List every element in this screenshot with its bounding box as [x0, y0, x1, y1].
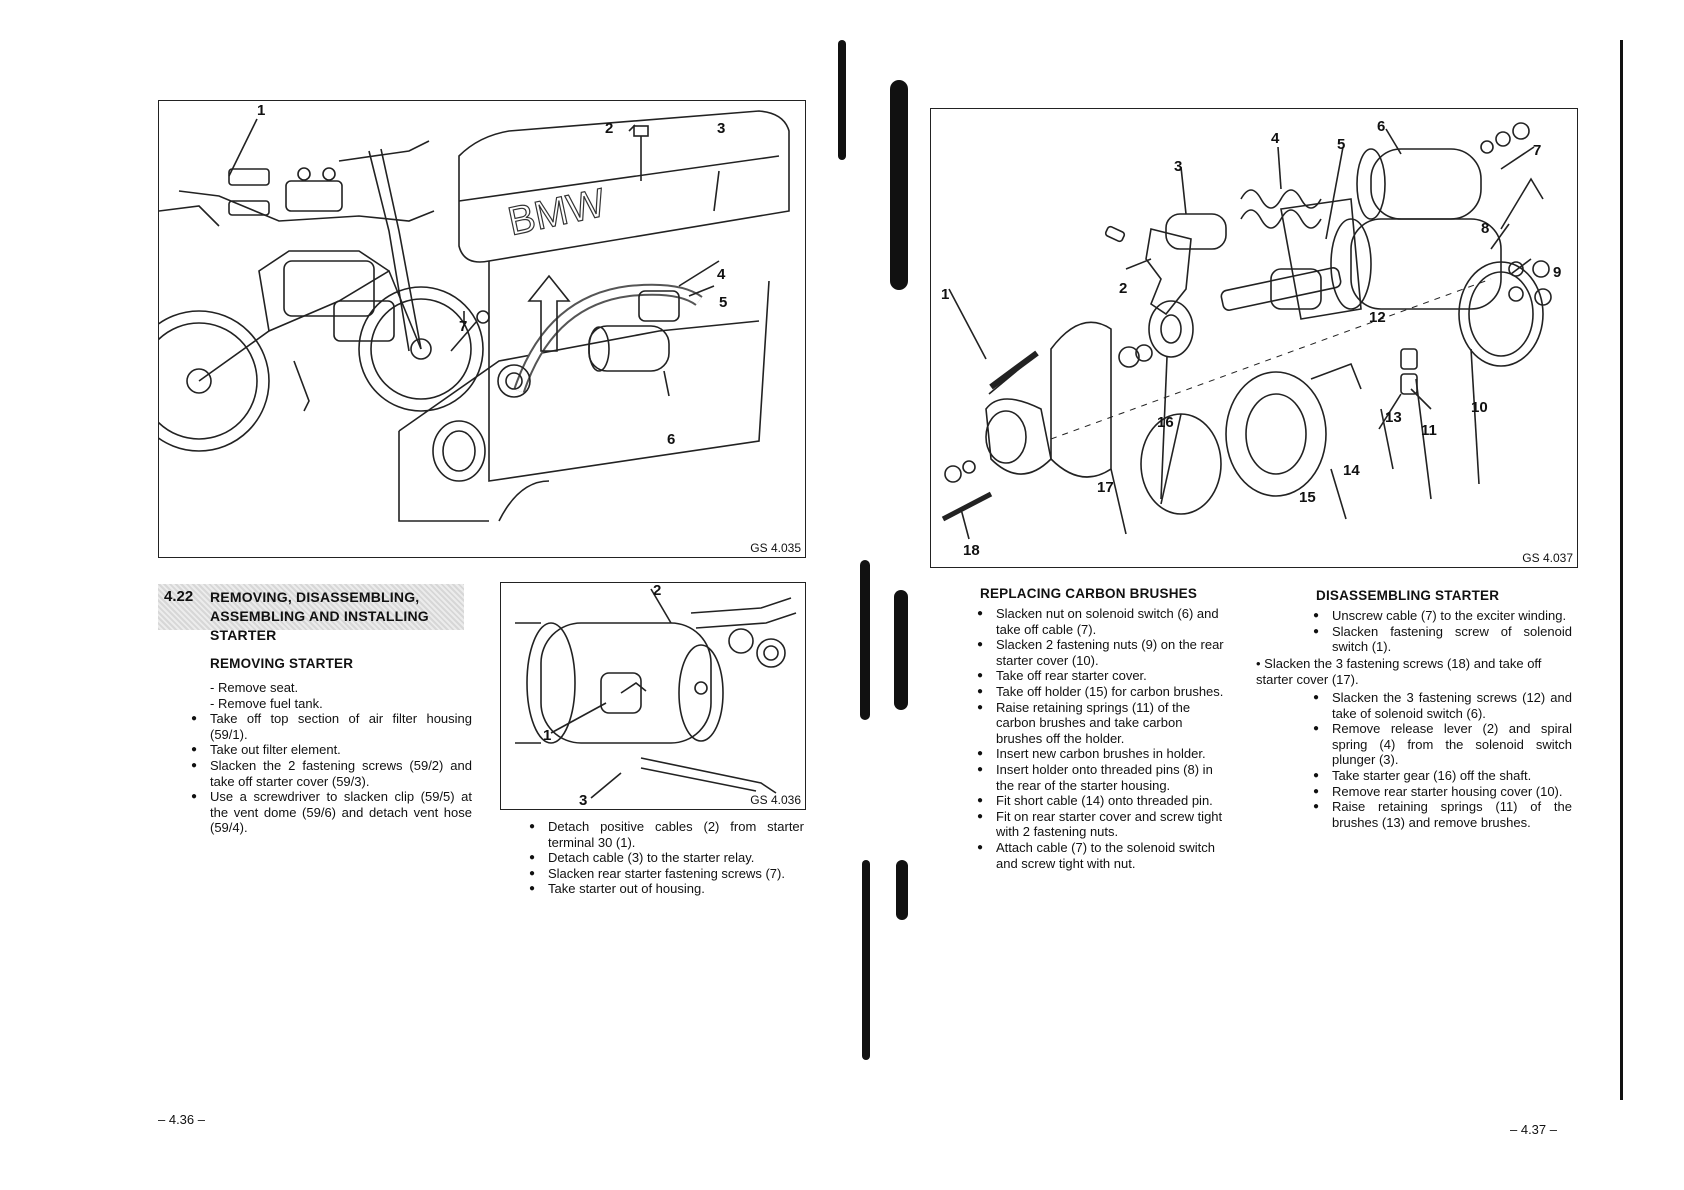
callout-13: 13: [1385, 409, 1402, 426]
callout-3: 3: [1174, 158, 1182, 175]
figure-starter-exploded: 1 2 3 4 5 6 7 8 9 10 11 12 13 14 15 16 1…: [930, 108, 1578, 568]
list-item: Unscrew cable (7) to the exciter winding…: [1310, 608, 1572, 624]
list-item: Slacken the 2 fastening screws (59/2) an…: [188, 758, 472, 789]
page-number-right: – 4.37 –: [1510, 1122, 1557, 1137]
binding-shadow: [896, 860, 908, 920]
list-item: Fit on rear starter cover and screw tigh…: [974, 809, 1232, 840]
list-item: Insert new carbon brushes in holder.: [974, 746, 1232, 762]
list-item: Take off holder (15) for carbon brushes.: [974, 684, 1232, 700]
callout-14: 14: [1343, 462, 1360, 479]
callout-2: 2: [605, 120, 613, 137]
callout-5: 5: [719, 294, 727, 311]
list-item: Raise retaining springs (11) of the brus…: [1310, 799, 1572, 830]
callout-9: 9: [1553, 264, 1561, 281]
binding-shadow: [838, 40, 846, 160]
starter-illustration: 2 1 3: [515, 583, 797, 809]
callout-7: 7: [459, 318, 467, 335]
list-item: Slacken nut on solenoid switch (6) and t…: [974, 606, 1232, 637]
list-item: Remove fuel tank.: [210, 696, 472, 712]
disassembling-steps-a: Unscrew cable (7) to the exciter winding…: [1310, 608, 1572, 655]
callout-17: 17: [1097, 479, 1114, 496]
list-item: Insert holder onto threaded pins (8) in …: [974, 762, 1232, 793]
list-item: Fit short cable (14) onto threaded pin.: [974, 793, 1232, 809]
list-item: Detach cable (3) to the starter relay.: [526, 850, 804, 866]
list-item: Slacken fastening screw of solenoid swit…: [1310, 624, 1572, 655]
callout-3: 3: [717, 120, 725, 137]
section-title: REMOVING, DISASSEMBLING, ASSEMBLING AND …: [210, 589, 429, 643]
callout-15: 15: [1299, 489, 1316, 506]
page-number-left: – 4.36 –: [158, 1112, 205, 1127]
callout-18: 18: [963, 542, 980, 559]
removing-starter-heading: REMOVING STARTER: [210, 656, 354, 671]
disassembling-step-outdented: • Slacken the 3 fastening screws (18) an…: [1256, 656, 1542, 687]
list-item: Remove rear starter housing cover (10).: [1310, 784, 1572, 800]
list-item: Slacken 2 fastening nuts (9) on the rear…: [974, 637, 1232, 668]
callout-7: 7: [1533, 142, 1541, 159]
list-item: Remove seat.: [210, 680, 472, 696]
callout-5: 5: [1337, 136, 1345, 153]
callout-2: 2: [1119, 280, 1127, 297]
callout-4: 4: [717, 266, 726, 283]
callout-16: 16: [1157, 414, 1174, 431]
exploded-starter-illustration: 1 2 3 4 5 6 7 8 9 10 11 12 13 14 15 16 1…: [941, 118, 1561, 559]
callout-6: 6: [1377, 118, 1385, 135]
disassembling-starter-heading: DISASSEMBLING STARTER: [1316, 588, 1500, 603]
bmw-logo-lettering: BMW: [504, 181, 609, 244]
list-item: Slacken the 3 fastening screws (12) and …: [1310, 690, 1572, 721]
figure-code: GS 4.036: [750, 793, 801, 807]
binding-shadow: [894, 590, 908, 710]
callout-1: 1: [543, 727, 551, 744]
replacing-brushes-steps: Slacken nut on solenoid switch (6) and t…: [974, 606, 1232, 871]
callout-6: 6: [667, 431, 675, 448]
binding-shadow: [860, 560, 870, 720]
disassembling-steps-b: Slacken the 3 fastening screws (12) and …: [1310, 690, 1572, 830]
list-item: Use a screwdriver to slacken clip (59/5)…: [188, 789, 472, 836]
replacing-brushes-heading: REPLACING CARBON BRUSHES: [980, 586, 1198, 601]
list-item: Attach cable (7) to the solenoid switch …: [974, 840, 1232, 871]
figure-starter-cables: 2 1 3 GS 4.036: [500, 582, 806, 810]
callout-4: 4: [1271, 130, 1280, 147]
list-item: Slacken rear starter fastening screws (7…: [526, 866, 804, 882]
binding-shadow: [862, 860, 870, 1060]
list-item: Take out filter element.: [188, 742, 472, 758]
list-item: Take starter gear (16) off the shaft.: [1310, 768, 1572, 784]
callout-1: 1: [941, 286, 949, 303]
removing-starter-steps-cont: Detach positive cables (2) from starter …: [529, 819, 804, 897]
list-item: Detach positive cables (2) from starter …: [526, 819, 804, 850]
removing-starter-steps: Remove seat. Remove fuel tank. Take off …: [191, 680, 472, 836]
section-number: 4.22: [164, 588, 194, 605]
list-item: Take off rear starter cover.: [974, 668, 1232, 684]
list-item: Remove release lever (2) and spiral spri…: [1310, 721, 1572, 768]
section-heading-band: [158, 584, 464, 630]
list-item: Raise retaining springs (11) of the carb…: [974, 700, 1232, 747]
callout-12: 12: [1369, 309, 1386, 326]
callout-11: 11: [1421, 422, 1437, 439]
list-item: Take starter out of housing.: [526, 881, 804, 897]
list-item: Take off top section of air filter housi…: [188, 711, 472, 742]
figure-code: GS 4.037: [1522, 551, 1573, 565]
callout-10: 10: [1471, 399, 1488, 416]
motorcycle-illustration: BMW 1 2 3 4 5 6 7: [159, 102, 790, 522]
callout-1: 1: [257, 102, 265, 119]
figure-motorcycle-starter-location: BMW 1 2 3 4 5 6 7 GS 4.035: [158, 100, 806, 558]
page-edge-right: [1620, 40, 1623, 1100]
callout-8: 8: [1481, 220, 1489, 237]
callout-3: 3: [579, 792, 587, 809]
figure-code: GS 4.035: [750, 541, 801, 555]
binding-shadow: [890, 80, 908, 290]
callout-2: 2: [653, 583, 661, 599]
